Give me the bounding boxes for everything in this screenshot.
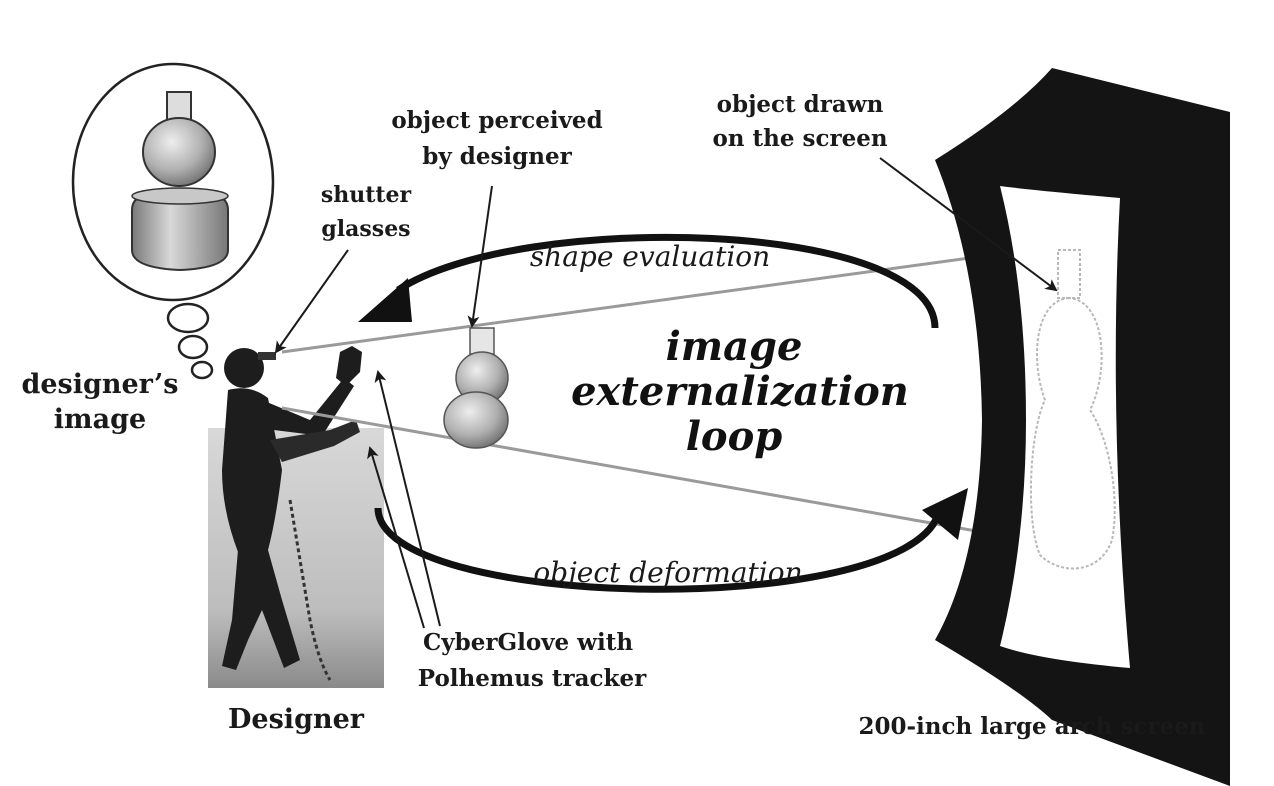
designer-head bbox=[224, 348, 264, 388]
shutter-glasses-label-line2: glasses bbox=[321, 216, 410, 242]
callout-arrows bbox=[274, 157, 1058, 629]
shutter-glasses-shape bbox=[258, 352, 276, 360]
designers-image-label-line2: image bbox=[54, 404, 146, 435]
object-drawn-label-line2: on the screen bbox=[712, 125, 887, 152]
screen-label: 200-inch large arch screen bbox=[858, 713, 1205, 740]
loop-title-line1: image bbox=[666, 323, 803, 370]
shape-evaluation-arc bbox=[396, 233, 939, 329]
object-deformation-label: object deformation bbox=[533, 556, 802, 589]
object-deformation-arc bbox=[374, 507, 942, 593]
screen-surface bbox=[1000, 186, 1130, 668]
cyberglove-label-line1: CyberGlove with bbox=[423, 629, 633, 656]
object-perceived-label-line1: object perceived bbox=[391, 107, 602, 134]
object-perceived-arrow bbox=[467, 185, 493, 328]
designers-image-label-line1: designer’s bbox=[21, 369, 178, 400]
shape-evaluation-label: shape evaluation bbox=[530, 240, 770, 273]
screen-object bbox=[1029, 249, 1116, 570]
designers-image-vase bbox=[131, 91, 229, 272]
loop-title-line2: externalization bbox=[571, 368, 909, 415]
arch-screen bbox=[935, 68, 1230, 786]
loop-arrows bbox=[358, 233, 968, 593]
shutter-glasses-label-line1: shutter bbox=[321, 182, 412, 208]
object-deformation-arrowhead bbox=[922, 488, 968, 540]
object-drawn-arrow bbox=[879, 157, 1058, 292]
designer-label: Designer bbox=[228, 704, 365, 735]
cyberglove-label-line2: Polhemus tracker bbox=[418, 665, 647, 692]
loop-title-line3: loop bbox=[686, 413, 783, 460]
object-drawn-label-line1: object drawn bbox=[717, 91, 884, 118]
shutter-glasses-arrow bbox=[274, 249, 349, 354]
perceived-object bbox=[443, 327, 509, 449]
cyberglove-hand bbox=[336, 346, 362, 386]
shape-evaluation-arrowhead bbox=[358, 278, 412, 322]
cyberglove-arrow-1 bbox=[374, 370, 441, 627]
designer-photo bbox=[208, 346, 384, 688]
cyberglove-arrow-2 bbox=[367, 446, 425, 629]
object-perceived-label-line2: by designer bbox=[422, 143, 572, 170]
